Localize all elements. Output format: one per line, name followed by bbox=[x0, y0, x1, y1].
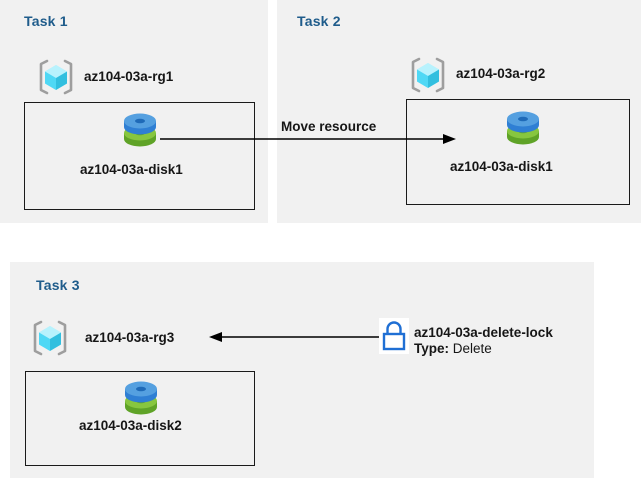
task-3-resource-box bbox=[25, 371, 255, 466]
delete-lock-info: az104-03a-delete-lock Type: Delete bbox=[414, 325, 553, 357]
delete-lock-type: Type: Delete bbox=[414, 341, 553, 357]
resource-group-label: az104-03a-rg1 bbox=[84, 69, 174, 84]
delete-lock-type-label: Type: bbox=[414, 341, 450, 356]
task-3-title: Task 3 bbox=[36, 277, 80, 293]
disk-label: az104-03a-disk2 bbox=[79, 418, 182, 433]
task-2-title: Task 2 bbox=[297, 13, 341, 29]
task-2-resource-box bbox=[406, 99, 630, 205]
delete-lock-type-value: Delete bbox=[452, 341, 492, 356]
disk-icon bbox=[504, 110, 542, 152]
move-resource-arrow bbox=[160, 134, 456, 144]
disk-label: az104-03a-disk1 bbox=[80, 162, 183, 177]
task-1-title: Task 1 bbox=[24, 13, 68, 29]
lock-icon bbox=[379, 318, 409, 354]
task-2-panel bbox=[277, 0, 641, 223]
task-1-resource-box bbox=[24, 102, 255, 210]
resource-group-label: az104-03a-rg2 bbox=[456, 66, 546, 81]
delete-lock-arrow bbox=[209, 332, 380, 342]
task-3-panel bbox=[10, 262, 594, 478]
resource-group-icon bbox=[36, 57, 76, 97]
delete-lock-name: az104-03a-delete-lock bbox=[414, 325, 553, 340]
resource-group-icon bbox=[408, 55, 448, 95]
task-1-panel bbox=[0, 0, 268, 223]
resource-group-label: az104-03a-rg3 bbox=[85, 330, 175, 345]
disk-icon bbox=[122, 380, 160, 422]
move-resource-label: Move resource bbox=[281, 119, 377, 134]
disk-icon bbox=[121, 112, 159, 154]
disk-label: az104-03a-disk1 bbox=[450, 159, 553, 174]
resource-group-icon bbox=[30, 318, 70, 358]
